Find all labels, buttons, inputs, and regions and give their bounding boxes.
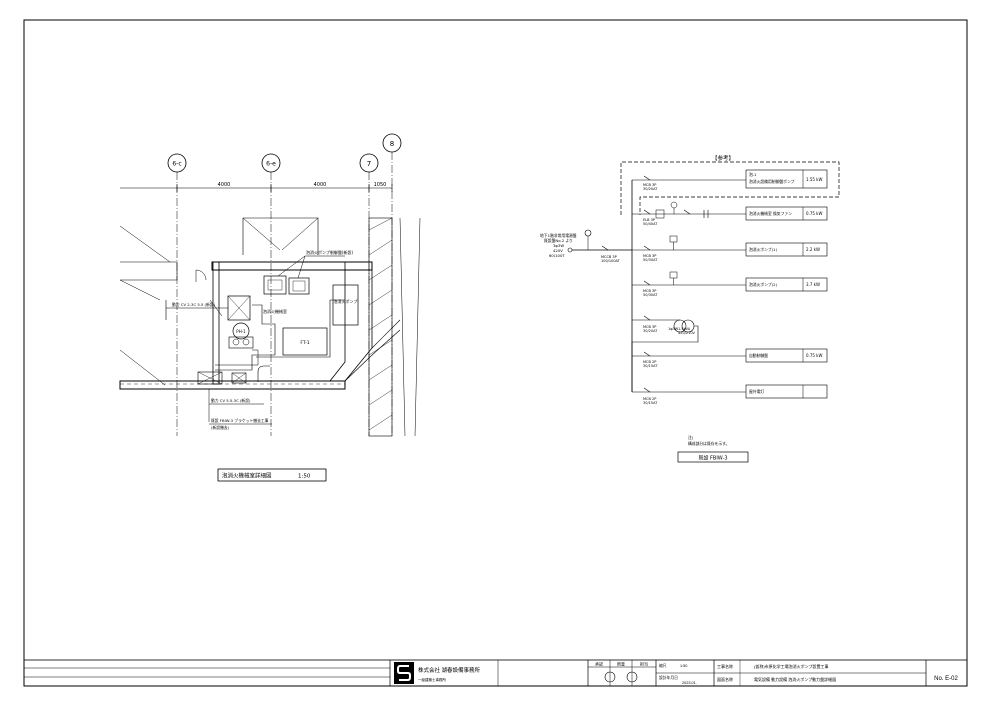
stamp-icon-1 xyxy=(604,671,616,683)
b6-kw: 0.75 kW xyxy=(806,353,822,358)
grid-bubble-6e: 6-e xyxy=(261,153,281,173)
wall-box-2 xyxy=(231,372,247,384)
main-breaker-type: MCCB 3P xyxy=(601,255,617,259)
sheet-border xyxy=(23,19,968,687)
b5-rating: 30/20AT xyxy=(643,329,658,333)
tr-line2: 420/210V xyxy=(678,331,696,335)
note-2: 構成部分は既存を示す。 xyxy=(688,441,729,446)
b5-load: 1φ3W xyxy=(668,327,679,331)
b1-rating: 30/20AT xyxy=(643,187,658,191)
annotation-bottom-1: 既設 FBIW-3 ブラケット撤去工事 xyxy=(211,418,269,423)
annotation-left-lower: 動力 CV 5.5-3C (新設) xyxy=(211,398,251,403)
project-name: (仮称)市原化学工場泡消火ポンプ設置工事 xyxy=(754,663,829,669)
b4-rating: 50/30AT xyxy=(643,293,658,297)
b3-rating: 50/30AT xyxy=(643,258,658,262)
b2-rating: 50/40AT xyxy=(643,222,658,226)
check-label-3: 担当 xyxy=(640,661,648,667)
b3-breaker: MCB 3P xyxy=(643,254,656,258)
b1-load: 泡-1 xyxy=(749,172,757,177)
b3-load: 泡消火ポンプ(1) xyxy=(749,247,778,252)
check-label-2: 照査 xyxy=(617,661,625,667)
source-line4: 420V xyxy=(553,248,563,253)
schematic-title: 【参考】 xyxy=(712,154,734,162)
source-line5: 60/100T xyxy=(549,253,565,258)
b1-kw: 1.55 kW xyxy=(806,177,822,182)
pump-ph1 xyxy=(232,322,250,340)
b7-load: 屋外電灯 xyxy=(749,389,764,394)
plan-title-box xyxy=(217,468,327,482)
b6-load: 自動制御盤 xyxy=(749,353,768,358)
panel-box-1 xyxy=(263,275,287,295)
panel-box-2 xyxy=(288,277,310,295)
source-line2: 既設盤No.2 より xyxy=(544,238,573,243)
b1-load-2: 泡消火設備用制御盤ポンプ xyxy=(749,179,795,184)
source-line1: 地下1階非常用電源盤 xyxy=(540,233,577,238)
annotation-bottom-2: (新設撤去) xyxy=(211,425,230,430)
room-label: 泡消火機械室 xyxy=(263,308,287,314)
b3-kw: 2.2 kW xyxy=(806,247,820,252)
b4-load: 泡消火ポンプ(2) xyxy=(749,282,778,287)
grid-bubble-6c: 6-c xyxy=(167,153,187,173)
grid-label-7: 7 xyxy=(367,160,371,168)
stamp-icon-2 xyxy=(626,671,638,683)
grid-label-8: 8 xyxy=(390,140,394,148)
b7-breaker: MCB 2P xyxy=(643,397,656,401)
wall-box-1 xyxy=(197,371,223,385)
control-label: 泡消火ポンプ xyxy=(334,298,358,304)
company-sub: 一級建築士事務所 xyxy=(418,677,446,682)
schematic-label-box xyxy=(677,451,749,463)
drawing-name: 電気設備 動力設備 泡消火ポンプ動力盤詳細図 xyxy=(754,676,836,682)
tank-label: FT-1 xyxy=(300,340,309,346)
b7-rating: 30/15AT xyxy=(643,401,658,405)
floor-plan: 6-c 6-e 7 8 4000 4000 1050 xyxy=(119,133,421,482)
control-cabinet xyxy=(332,284,359,326)
date-label: 設計年月日 xyxy=(659,675,678,680)
b2-breaker: ELB 3P xyxy=(643,218,655,222)
main-breaker-rating: 100/100AT xyxy=(601,259,621,263)
grid-bubble-8: 8 xyxy=(382,133,402,153)
b5-breaker: MCB 3P xyxy=(643,325,656,329)
scale-value: 1:50 xyxy=(680,664,687,668)
b4-kw: 3.7 kW xyxy=(806,282,820,287)
source-line3: 3φ3W xyxy=(553,243,564,248)
title-block: 株式会社 湖春設備事務所 一級建築士事務所 承認 照査 担当 縮尺 1:50 設… xyxy=(23,659,968,687)
dim-6e-7: 4000 xyxy=(314,182,327,188)
annotation-top-right: 泡消火ポンプ制御盤(新設) xyxy=(306,249,353,255)
check-label-1: 承認 xyxy=(595,661,603,667)
b6-rating: 30/15AT xyxy=(643,364,658,368)
b2-load: 泡消火機械室 換気ファン xyxy=(749,211,792,216)
annotation-left-upper: 動力 CV 2-3C 5.5 (新設) xyxy=(172,302,216,307)
dim-6c-6e: 4000 xyxy=(218,182,231,188)
note-1: 注) xyxy=(688,435,694,440)
date-value: 2023.01. xyxy=(682,681,697,685)
tank-ft1 xyxy=(282,327,328,356)
grid-bubble-7: 7 xyxy=(359,153,379,173)
transformer-coil-1 xyxy=(673,319,687,333)
project-label: 工事名称 xyxy=(717,663,733,669)
drawing-label: 図面名称 xyxy=(717,676,733,682)
company-name: 株式会社 湖春設備事務所 xyxy=(418,666,481,674)
plan-scale: 1:50 xyxy=(298,474,311,480)
sheet-number: No. E-02 xyxy=(934,676,958,682)
pump-label: PH-1 xyxy=(236,329,246,334)
b2-kw: 0.75 kW xyxy=(806,211,822,216)
grid-label-6c: 6-c xyxy=(172,161,181,168)
b1-breaker: MCB 3P xyxy=(643,183,656,187)
tr-line1: 1.5kVA xyxy=(678,327,691,331)
grid-label-6e: 6-e xyxy=(266,161,276,168)
dim-7-8: 1050 xyxy=(374,182,387,188)
schematic: 【参考】 地下1階非常用電源盤 既設盤No.2 より 3φ3W 420V 60/… xyxy=(540,154,840,463)
b4-breaker: MCB 3P xyxy=(643,289,656,293)
b6-breaker: MCB 2P xyxy=(643,360,656,364)
plan-title: 泡消火機械室詳細図 xyxy=(222,472,272,480)
schematic-label: 既設 FBIW-3 xyxy=(698,455,727,462)
scale-label: 縮尺 xyxy=(659,663,667,668)
meter-icon xyxy=(584,229,592,237)
